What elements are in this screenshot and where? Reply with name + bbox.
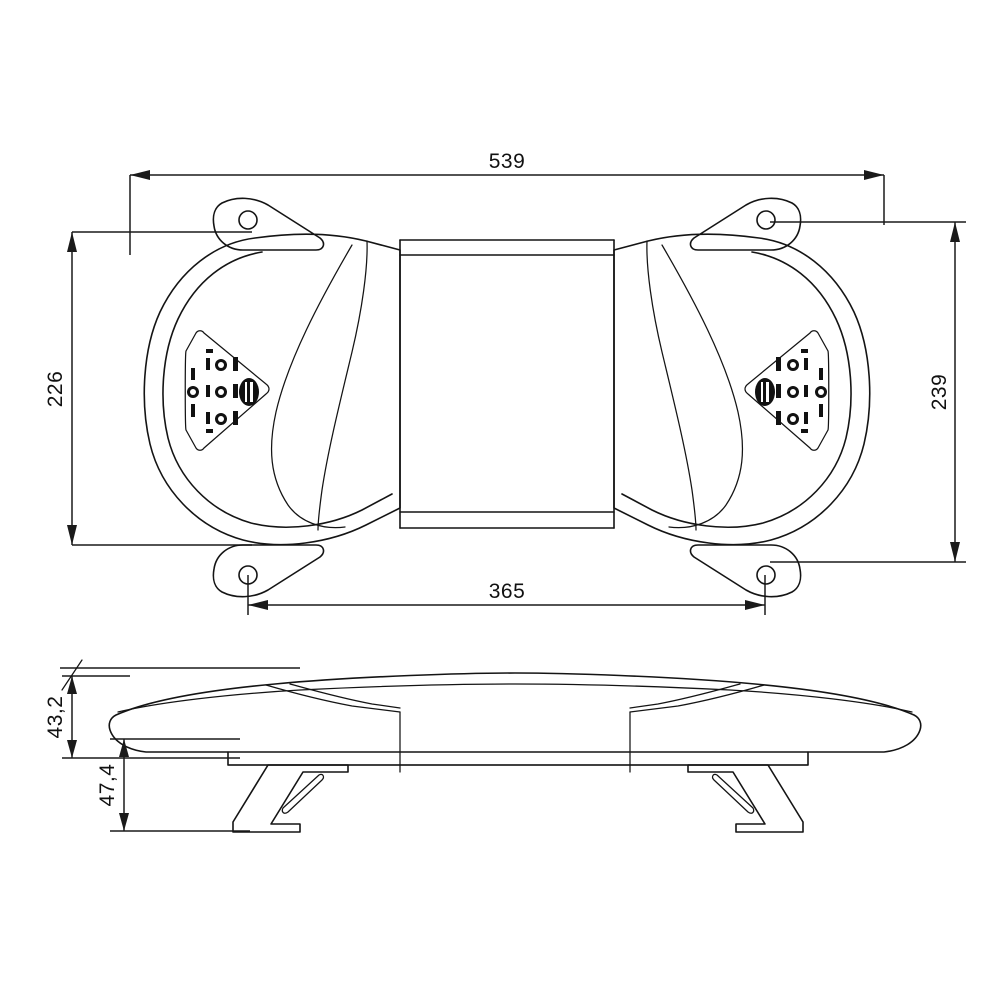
led-lamp-right-r2-center [790, 389, 796, 395]
led-module-left [184, 330, 270, 451]
led-bar-left-r1b [233, 357, 238, 371]
led-lamp-right-r1-center [790, 362, 796, 368]
dimension-total-height [110, 738, 250, 832]
dim-label-width-left: 226 [44, 371, 67, 408]
top-view [143, 197, 871, 598]
led-bar-left-r3b [233, 411, 238, 425]
led-module-left-plate [184, 330, 270, 451]
led-bar-left-r2a [206, 385, 210, 397]
top-view-right-facet-2 [646, 240, 697, 531]
led-mark-right-r3 [801, 429, 808, 433]
led-mark-right-r1 [801, 349, 808, 353]
top-view-left-facet [270, 244, 353, 529]
arrow-474-top [119, 739, 129, 757]
led-module-right-plate [744, 330, 830, 451]
led-mark-left-r1 [206, 349, 213, 353]
led-lamp-left-r1-center [218, 362, 224, 368]
top-view-center-section [399, 239, 615, 529]
led-bar-left-r2b [233, 384, 238, 398]
led-bar-left-r1a [206, 358, 210, 370]
mount-tab-bottom-left [212, 544, 325, 598]
mount-hole-bottom-left [238, 565, 258, 585]
arrow-365-left [248, 600, 268, 610]
mount-tab-top-left [212, 197, 325, 251]
arrow-226-bottom [67, 525, 77, 545]
led-bar-right-r1a [804, 358, 808, 370]
side-view-leader-tick [61, 659, 83, 691]
arrow-432-top [67, 676, 77, 694]
dim-label-housing-height: 43,2 [44, 696, 67, 739]
mount-hole-bottom-right [756, 565, 776, 585]
side-view-dome-left-2 [289, 683, 401, 709]
mounting-foot-right [687, 764, 804, 833]
top-view-right-outline [613, 233, 871, 546]
dim-label-mount-spacing: 365 [489, 580, 526, 603]
led-bar-right-r3b [776, 411, 781, 425]
led-bar-left-side-bot [191, 404, 195, 417]
dimension-mount-spacing [247, 575, 766, 615]
side-view [60, 659, 922, 833]
side-view-base-plate [227, 751, 809, 766]
led-bar-right-side-top [819, 368, 823, 380]
mounting-foot-left [232, 764, 349, 833]
led-bar-right-r1b [776, 357, 781, 371]
dim-label-width-right: 239 [928, 374, 951, 411]
led-bar-left-r3a [206, 412, 210, 424]
top-view-outer-outline [143, 233, 401, 546]
arrow-432-bottom [67, 740, 77, 758]
top-view-right-inner-contour [621, 251, 852, 528]
mount-tab-bottom-right [689, 544, 802, 598]
top-view-right-facet [661, 244, 744, 529]
mount-hole-top-left [238, 210, 258, 230]
side-view-upper-crease [117, 683, 913, 713]
led-mark-left-r3 [206, 429, 213, 433]
led-lamp-left-r2-center [218, 389, 224, 395]
led-lamp-right-r3-center [790, 416, 796, 422]
led-module-right [744, 330, 830, 451]
top-view-left-facet-2 [317, 240, 368, 531]
dimension-housing-height [62, 675, 240, 759]
led-connector-left-pin [247, 382, 250, 402]
led-lamp-right-side-center [818, 389, 824, 395]
led-connector-right-pin [763, 382, 766, 402]
arrow-239-top [950, 222, 960, 242]
arrow-539-right [864, 170, 884, 180]
dim-label-overall-length: 539 [489, 150, 526, 173]
side-view-dome-left [265, 684, 401, 713]
mount-tab-top-right [689, 197, 802, 251]
dim-label-total-height: 47,4 [96, 764, 119, 807]
led-bar-right-side-bot [819, 404, 823, 417]
led-lamp-left-r3-center [218, 416, 224, 422]
arrow-474-bottom [119, 813, 129, 831]
led-bar-left-side-top [191, 368, 195, 380]
dimension-width-right [770, 221, 966, 563]
dimension-overall-length [129, 170, 885, 255]
arrow-365-right [745, 600, 765, 610]
side-view-housing [108, 672, 922, 753]
mount-hole-top-right [756, 210, 776, 230]
led-bar-right-r2a [804, 385, 808, 397]
side-view-dome-right-2 [629, 683, 741, 709]
led-lamp-left-side-center [190, 389, 196, 395]
arrow-239-bottom [950, 542, 960, 562]
side-view-dome-right [629, 684, 765, 713]
arrow-539-left [130, 170, 150, 180]
arrow-226-top [67, 232, 77, 252]
led-bar-right-r3a [804, 412, 808, 424]
top-view-left-inner-contour [162, 251, 393, 528]
led-bar-right-r2b [776, 384, 781, 398]
dimension-width-left [67, 231, 252, 546]
